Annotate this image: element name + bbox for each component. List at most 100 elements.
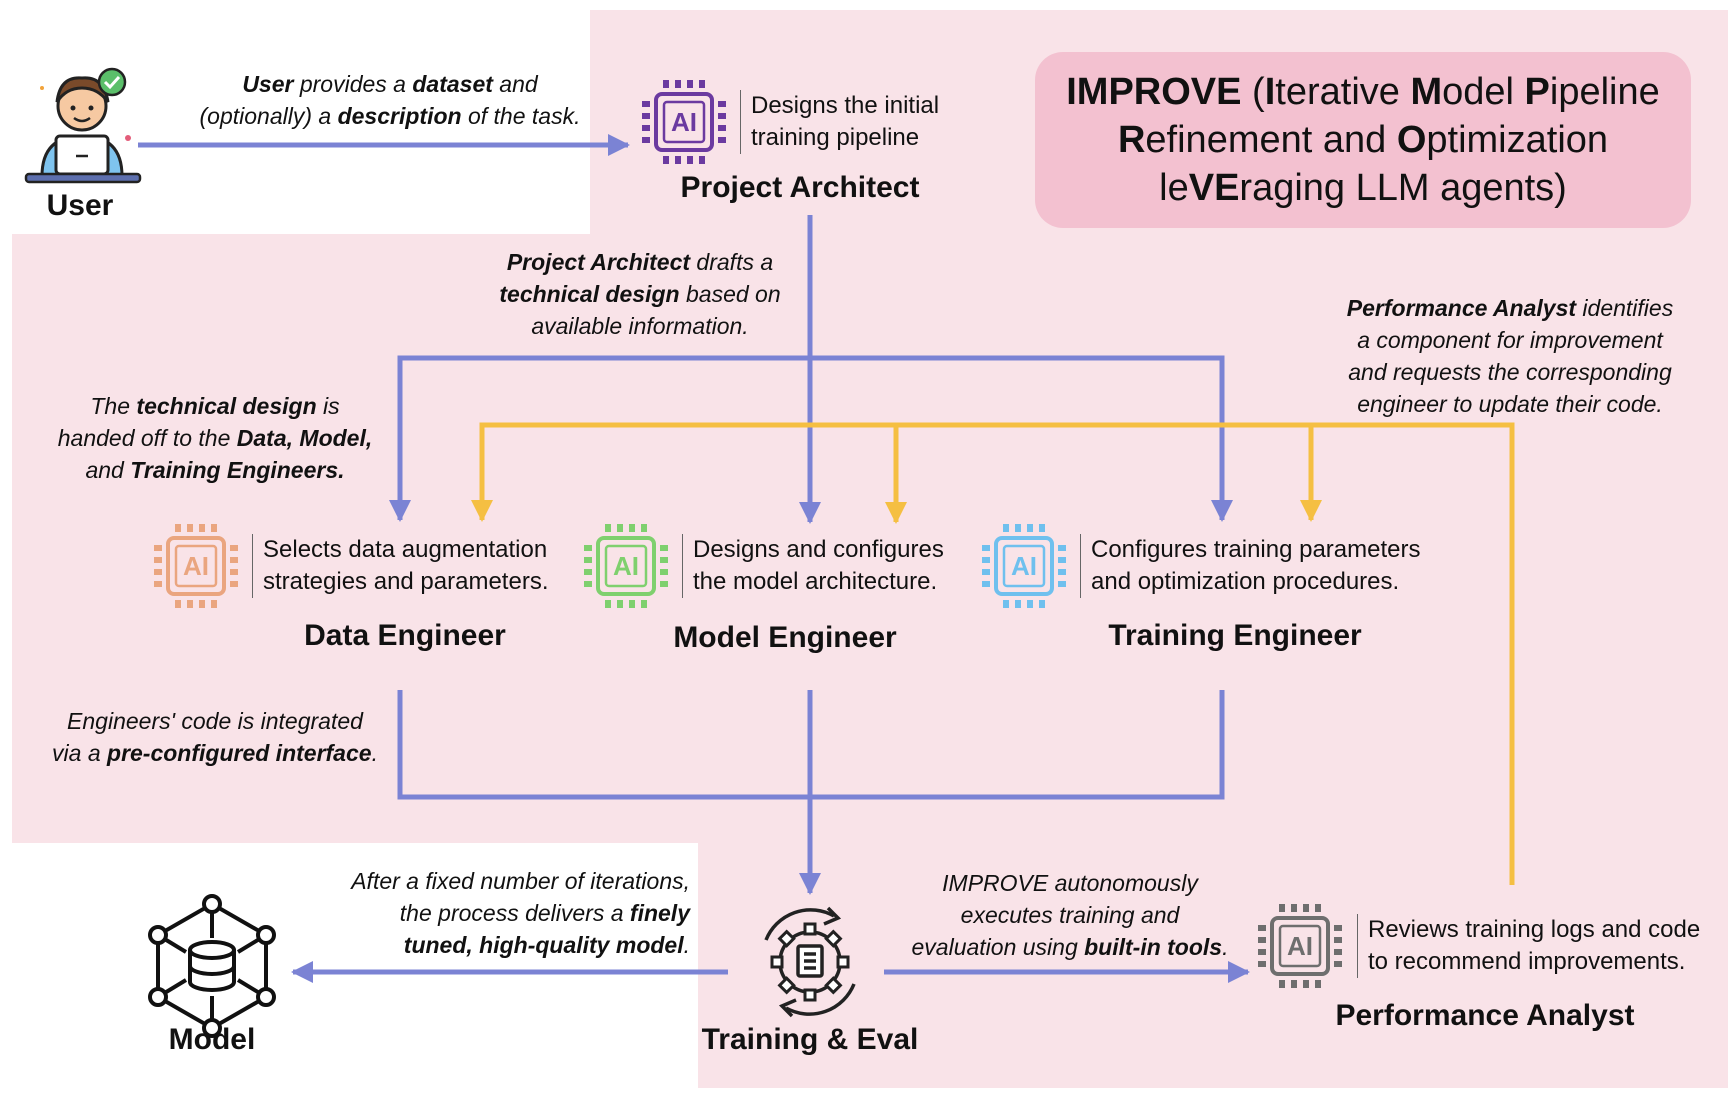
bold-text: P: [1524, 71, 1550, 113]
annotation-line: Engineers' code is integrated: [20, 705, 410, 737]
bold-text: Training Engineers.: [130, 457, 345, 483]
bold-text: User: [242, 71, 294, 97]
text: and: [85, 457, 131, 483]
annotation-autonomously: IMPROVE autonomously executes training an…: [880, 867, 1260, 963]
bold-text: technical design: [136, 393, 317, 419]
bold-text: I: [1264, 71, 1276, 113]
text: .: [683, 932, 690, 958]
text: After a fixed number of iterations,: [351, 868, 690, 894]
text: raging LLM agents): [1239, 167, 1567, 209]
annotation-line: (optionally) a description of the task.: [120, 100, 660, 132]
text: executes training and: [960, 902, 1180, 928]
annotation-line: via a pre-configured interface.: [20, 737, 410, 769]
background-panel: [12, 10, 1728, 1088]
desc-line: Selects data augmentation: [263, 536, 548, 563]
desc-line: Designs the initial: [751, 92, 940, 119]
chip-label: AI: [671, 107, 697, 137]
model-label: Model: [168, 1023, 256, 1056]
annotation-line: Performance Analyst identifies: [1290, 292, 1730, 324]
performance-analyst-ai-chip-icon: AI: [1258, 904, 1342, 988]
text: terative: [1275, 71, 1411, 113]
desc-line: to recommend improvements.: [1368, 948, 1686, 975]
data-engineer-label: Data Engineer: [304, 619, 506, 652]
bold-text: O: [1396, 119, 1427, 161]
annotation-line: The technical design is: [20, 390, 410, 422]
desc-line: Reviews training logs and code: [1368, 916, 1701, 943]
text: is: [316, 393, 340, 419]
annotation-line: evaluation using built-in tools.: [880, 931, 1260, 963]
text: ipeline: [1549, 71, 1660, 113]
text: of the task.: [461, 103, 581, 129]
annotation-line: executes training and: [880, 899, 1260, 931]
annotation-line: the process delivers a finely: [300, 897, 690, 929]
text: efinement and: [1145, 119, 1397, 161]
bold-text: pre-configured interface: [107, 740, 372, 766]
bold-text: Data, Model,: [236, 425, 373, 451]
text: (: [1241, 71, 1265, 113]
annotation-analyst-identifies: Performance Analyst identifies a componen…: [1290, 292, 1730, 420]
text: and: [492, 71, 538, 97]
bold-text: Performance Analyst: [1346, 295, 1577, 321]
project-architect-desc: Designs the initial training pipeline: [740, 90, 939, 154]
text: drafts a: [690, 249, 774, 275]
text: available information.: [531, 313, 749, 339]
model-network-icon: [148, 894, 276, 1038]
chip-label: AI: [1011, 551, 1037, 581]
training-engineer-label: Training Engineer: [1108, 619, 1362, 652]
chip-label: AI: [613, 551, 639, 581]
text: via a: [52, 740, 108, 766]
text: .: [371, 740, 378, 766]
bold-text: Project Architect: [506, 249, 691, 275]
user-laptop-icon: [24, 67, 142, 184]
bold-text: built-in tools: [1084, 934, 1223, 960]
text: (optionally) a: [199, 103, 338, 129]
chip-label: AI: [1287, 931, 1313, 961]
bold-text: technical design: [499, 281, 680, 307]
project-architect-label: Project Architect: [680, 171, 920, 204]
annotation-line: engineer to update their code.: [1290, 388, 1730, 420]
annotation-line: handed off to the Data, Model,: [20, 422, 410, 454]
gear-cycle-icon: [764, 906, 856, 1018]
bold-text: dataset: [412, 71, 493, 97]
blue-flow-arrows: [138, 134, 1250, 983]
performance-analyst-desc: Reviews training logs and code to recomm…: [1357, 914, 1700, 978]
performance-analyst-label: Performance Analyst: [1335, 999, 1635, 1032]
text: odel: [1442, 71, 1525, 113]
annotation-user-provides: User provides a dataset and(optionally) …: [120, 68, 660, 132]
desc-line: Designs and configures: [693, 536, 944, 563]
training-engineer-desc: Configures training parameters and optim…: [1080, 534, 1421, 598]
desc-line: the model architecture.: [693, 568, 938, 595]
text: based on: [679, 281, 781, 307]
annotation-line: and Training Engineers.: [20, 454, 410, 486]
annotation-line: tuned, high-quality model.: [300, 929, 690, 961]
annotation-line: available information.: [440, 310, 840, 342]
arrow-analyst-feedback: [471, 422, 1515, 885]
bold-text: finely: [629, 900, 690, 926]
text: a component for improvement: [1357, 327, 1663, 353]
desc-line: training pipeline: [751, 124, 920, 151]
text: Engineers' code is integrated: [67, 708, 363, 734]
text: .: [1222, 934, 1229, 960]
text: provides a: [293, 71, 413, 97]
desc-line: Configures training parameters: [1091, 536, 1421, 563]
model-engineer-desc: Designs and configures the model archite…: [682, 534, 944, 598]
desc-line: strategies and parameters.: [263, 568, 549, 595]
annotation-line: a component for improvement: [1290, 324, 1730, 356]
text: IMPROVE autonomously: [942, 870, 1198, 896]
yellow-feedback-arrows: [471, 422, 1515, 885]
text: The: [90, 393, 137, 419]
model-engineer-ai-chip-icon: AI: [584, 524, 668, 608]
model-engineer-label: Model Engineer: [673, 621, 897, 654]
text: identifies: [1576, 295, 1674, 321]
text: ptimization: [1426, 119, 1609, 161]
bold-text: R: [1117, 119, 1146, 161]
annotation-line: User provides a dataset and: [120, 68, 660, 100]
bold-text: IMPROVE: [1066, 71, 1242, 113]
annotation-fixed-iterations: After a fixed number of iterations, the p…: [300, 865, 690, 961]
user-label: User: [46, 189, 114, 222]
data-engineer-ai-chip-icon: AI: [154, 524, 238, 608]
annotation-integrated: Engineers' code is integrated via a pre-c…: [20, 705, 410, 769]
